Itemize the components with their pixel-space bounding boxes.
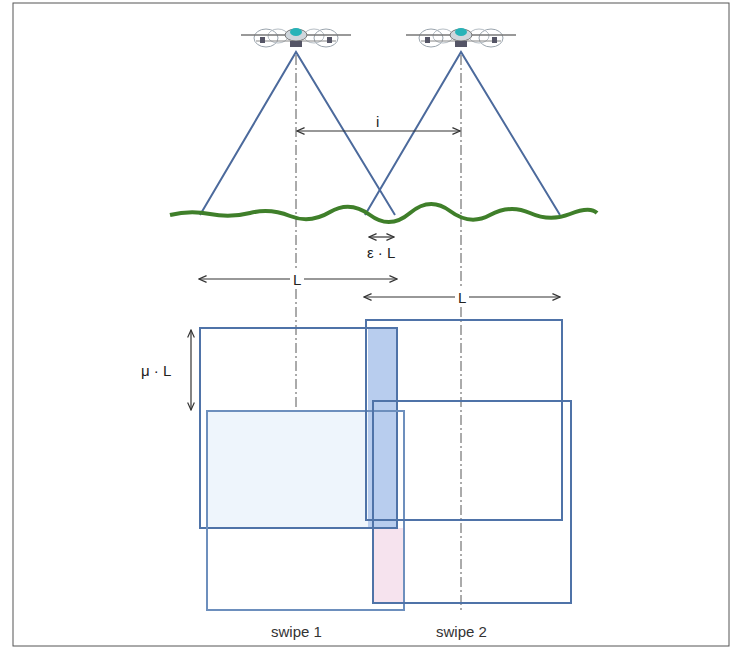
camera-footprint-cone: [200, 52, 560, 215]
drone: [241, 28, 351, 47]
drone: [406, 28, 516, 47]
dimension-label: ε · L: [364, 244, 398, 261]
image-footprint: [200, 320, 571, 610]
dimension-label: L: [455, 289, 469, 306]
dimension-label: L: [290, 271, 304, 288]
frame: [13, 3, 729, 646]
dimension-label: μ · L: [138, 362, 174, 379]
swipe-label: swipe 2: [433, 623, 490, 640]
dimension-label: i: [373, 113, 382, 130]
swipe-label: swipe 1: [268, 623, 325, 640]
ground: [170, 204, 597, 222]
